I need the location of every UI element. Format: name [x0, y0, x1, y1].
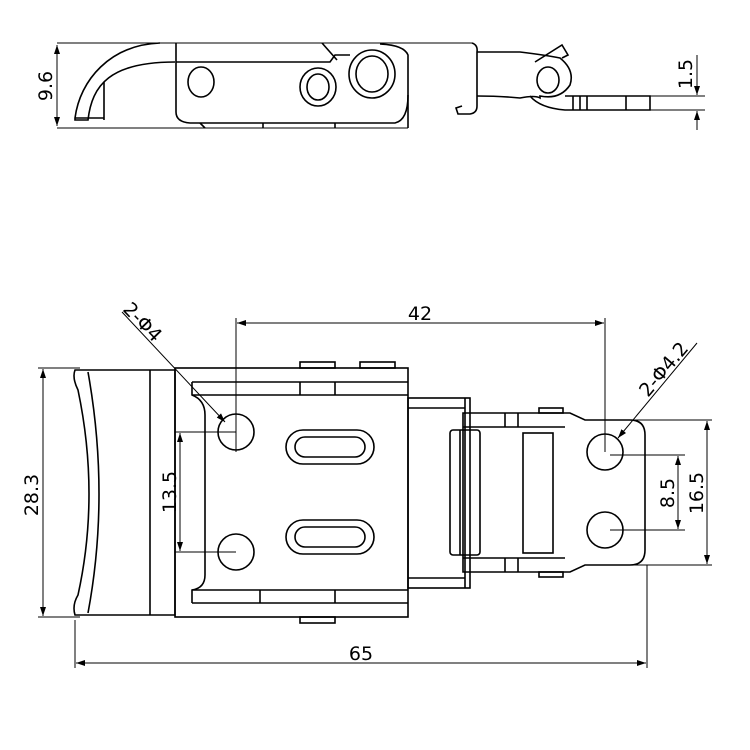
top-view: 42 65 28.3 13.5 8.5 16.5 2-Φ4 2-Φ4.2 — [21, 298, 712, 668]
dim-label-1-5: 1.5 — [675, 59, 697, 89]
dim-label-8-5: 8.5 — [657, 478, 679, 508]
side-arm — [476, 51, 573, 100]
callout-left-holes: 2-Φ4 — [118, 298, 166, 346]
dim-label-13-5: 13.5 — [159, 471, 181, 513]
dim-label-65: 65 — [349, 643, 373, 665]
side-view: 9.6 1.5 — [35, 42, 705, 130]
leader-left — [121, 311, 226, 423]
side-plate — [175, 43, 409, 124]
side-arm-pin — [536, 66, 560, 94]
hook — [74, 42, 176, 121]
cap — [73, 369, 176, 616]
side-rivet-1 — [299, 67, 337, 107]
dim-label-16-5: 16.5 — [686, 472, 708, 514]
keeper — [462, 412, 646, 573]
side-hole-1 — [187, 66, 215, 98]
callout-right-holes: 2-Φ4.2 — [635, 338, 693, 401]
dim-label-28-3: 28.3 — [21, 474, 43, 516]
slot-1 — [285, 429, 375, 465]
dim-label-9-6: 9.6 — [35, 71, 57, 101]
slot-2 — [285, 519, 375, 555]
leader-right — [617, 342, 698, 439]
side-pivot — [348, 49, 396, 99]
dim-label-42: 42 — [408, 303, 432, 325]
